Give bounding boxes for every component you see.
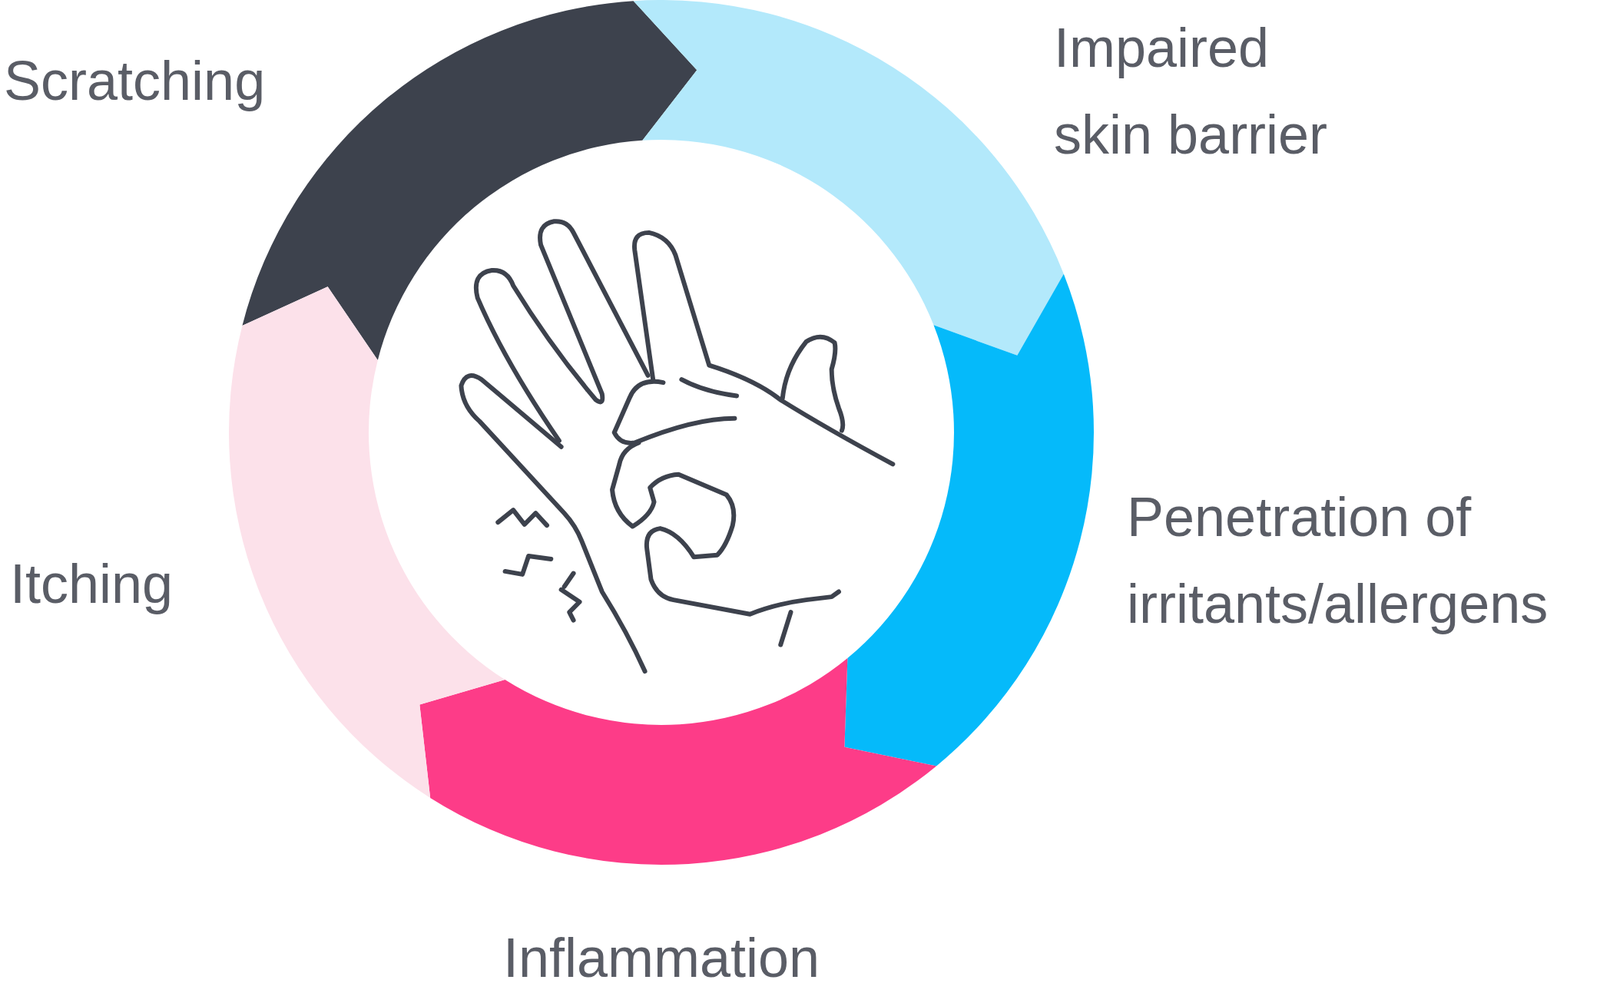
hand-outline xyxy=(614,379,737,444)
hand-outline xyxy=(612,443,839,615)
cycle-stage-label: Itching xyxy=(9,550,241,617)
hand-outline xyxy=(782,337,843,431)
ring-segment xyxy=(844,274,1094,767)
cycle-stage-label: Inflammation xyxy=(430,924,892,991)
ring-segment xyxy=(419,658,937,865)
cycle-ring xyxy=(228,0,1094,865)
cycle-stage-label: Impaired skin barrier xyxy=(1053,4,1377,179)
cycle-stage-label: Penetration of irritants/allergens xyxy=(1126,473,1557,648)
motion-mark xyxy=(561,573,580,621)
motion-mark xyxy=(505,556,552,575)
cycle-stage-label: Scratching xyxy=(3,47,327,114)
scratching-hand-icon xyxy=(460,221,893,672)
hand-outline xyxy=(476,221,649,441)
hand-outline xyxy=(780,612,791,646)
motion-mark xyxy=(497,510,547,526)
ring-segment xyxy=(228,286,505,799)
ring-segment xyxy=(633,0,1064,356)
